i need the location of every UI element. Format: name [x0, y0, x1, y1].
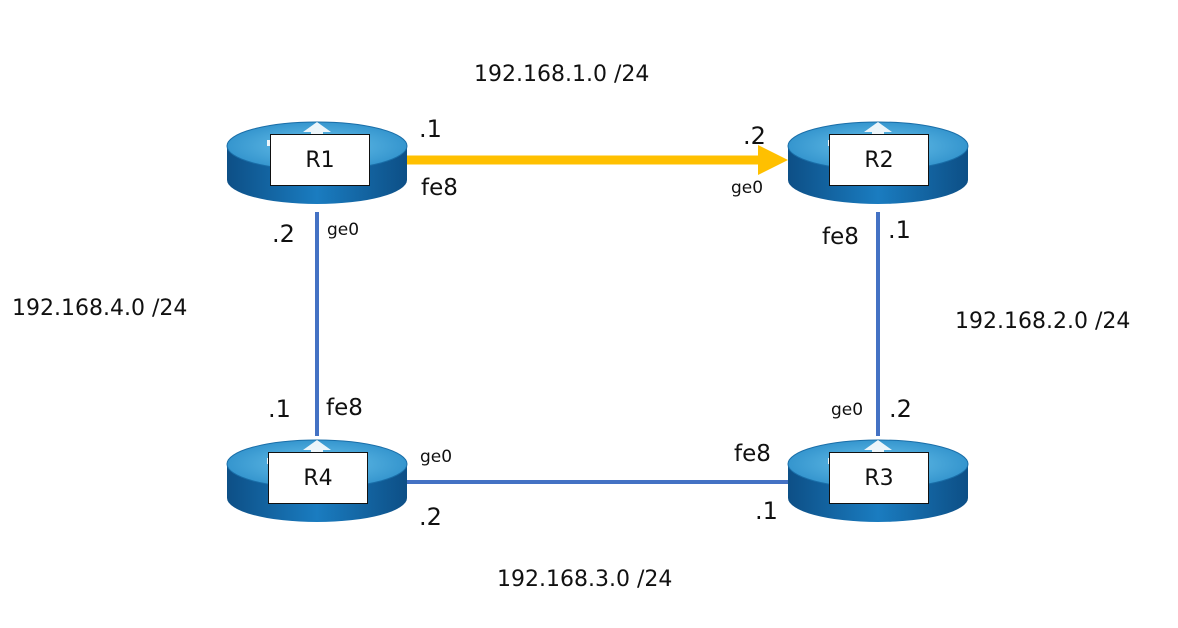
r4-fe8-host-address: .1	[268, 395, 291, 423]
network-label-r3-r4: 192.168.3.0 /24	[497, 567, 673, 592]
r2-fe8-host-address: .1	[888, 216, 911, 244]
r2-ge0-interface-name: ge0	[731, 178, 764, 198]
network-label-r4-r1: 192.168.4.0 /24	[12, 296, 188, 321]
r4-ge0-host-address: .2	[419, 503, 442, 531]
router-r1-label: R1	[270, 134, 370, 186]
link-r1-r2-arrowhead	[758, 145, 788, 175]
r3-ge0-host-address: .2	[889, 395, 912, 423]
r2-ge0-host-address: .2	[743, 122, 766, 150]
r4-ge0-interface-name: ge0	[420, 447, 453, 467]
r1-fe8-interface-name: fe8	[421, 175, 458, 201]
r4-fe8-interface-name: fe8	[326, 395, 363, 421]
r2-fe8-interface-name: fe8	[822, 224, 859, 250]
network-label-r2-r3: 192.168.2.0 /24	[955, 309, 1131, 334]
router-r3-label: R3	[829, 452, 929, 504]
r1-ge0-host-address: .2	[272, 220, 295, 248]
r3-ge0-interface-name: ge0	[831, 400, 864, 420]
r1-fe8-host-address: .1	[419, 115, 442, 143]
r3-fe8-host-address: .1	[755, 497, 778, 525]
r1-ge0-interface-name: ge0	[327, 220, 360, 240]
r3-fe8-interface-name: fe8	[734, 441, 771, 467]
router-r2-label: R2	[829, 134, 929, 186]
router-r4-label: R4	[268, 452, 368, 504]
network-label-r1-r2: 192.168.1.0 /24	[474, 62, 650, 87]
